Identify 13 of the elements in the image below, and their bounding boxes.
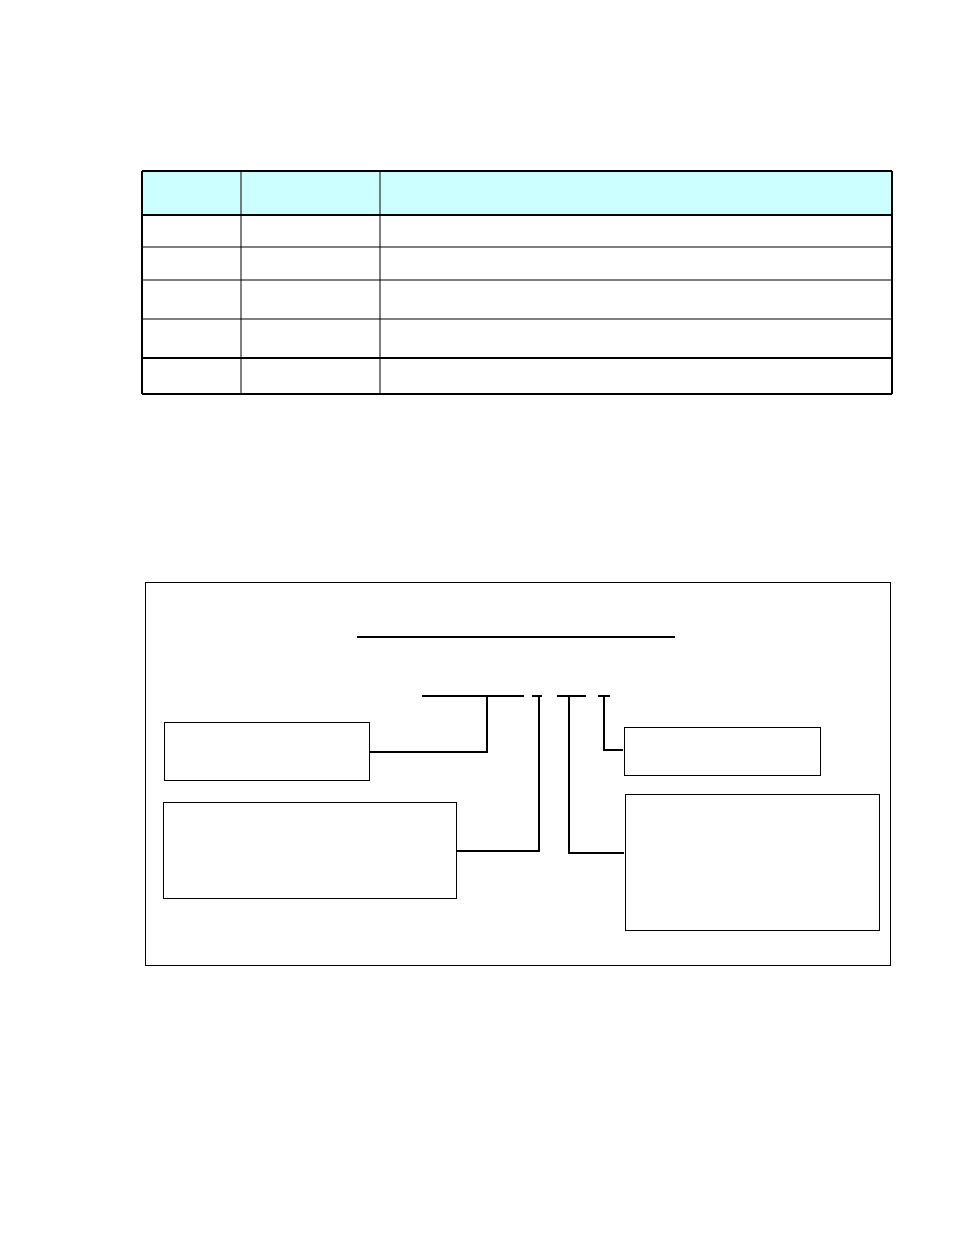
empty-box <box>625 794 880 931</box>
empty-box <box>163 802 457 899</box>
underline-bar <box>532 695 542 697</box>
underline-bar <box>557 695 586 697</box>
empty-box <box>624 727 821 776</box>
frame-box <box>145 582 891 966</box>
empty-box <box>164 722 370 781</box>
leader-line <box>455 695 540 852</box>
leader-line <box>368 695 488 753</box>
underline-bar <box>422 695 524 697</box>
leader-line <box>568 695 625 854</box>
leader-line <box>603 695 624 751</box>
underline-bar <box>598 695 610 697</box>
